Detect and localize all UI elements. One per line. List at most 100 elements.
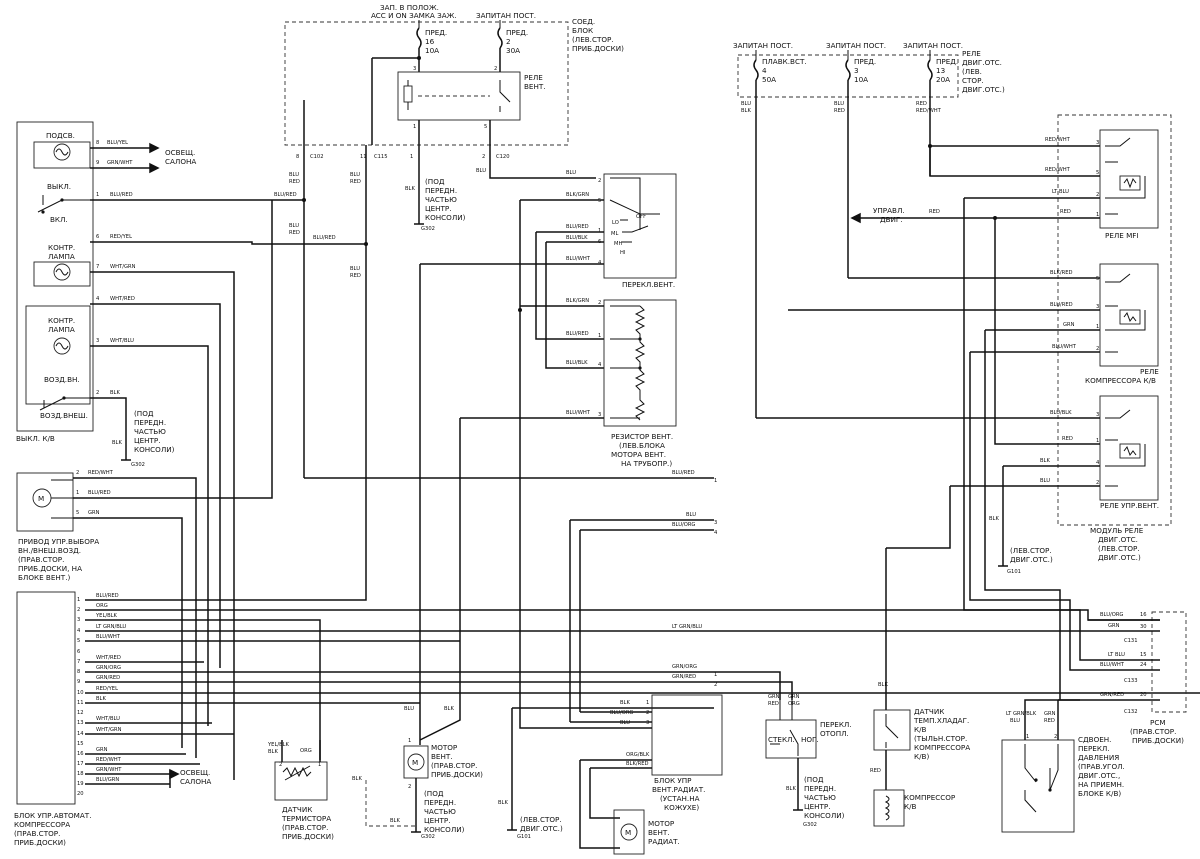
wire-label-red-a: RED xyxy=(289,179,300,185)
therm-1: ДАТЧИК xyxy=(282,805,312,814)
g101-b-id: G101 xyxy=(517,834,531,840)
wl-long-3: BLU/ORG xyxy=(672,522,695,528)
bm-4: ПРИБ.ДОСКИ) xyxy=(431,770,483,779)
wl-ds-2: GRN/RED xyxy=(672,674,696,680)
svg-text:2: 2 xyxy=(494,66,497,72)
svg-text:4: 4 xyxy=(598,362,602,368)
svg-text:5: 5 xyxy=(1096,170,1099,176)
svg-text:7: 7 xyxy=(96,264,99,270)
wire-label-blk-g302: BLK xyxy=(405,186,415,192)
svg-text:3: 3 xyxy=(1096,412,1099,418)
svg-text:20: 20 xyxy=(77,791,84,797)
ac-temp-sensor: BLK ДАТЧИК ТЕМП.ХЛАДАГ. К/В (ТЫЛЬН.СТОР.… xyxy=(870,486,970,827)
svg-text:3: 3 xyxy=(646,720,649,726)
svg-text:1: 1 xyxy=(714,478,717,484)
illum-label: ПОДСВ. xyxy=(46,131,75,140)
svg-text:5: 5 xyxy=(598,198,601,204)
wire-label-blu-e: BLU xyxy=(476,168,486,174)
cabin-light-b-1: ОСВЕЩ. xyxy=(180,768,210,777)
g302-b-2: ПЕРЕДН. xyxy=(134,418,166,427)
ats-1: ДАТЧИК xyxy=(914,707,944,716)
svg-text:15: 15 xyxy=(77,741,84,747)
wl-ds-3b: RED xyxy=(768,701,779,707)
conn-c132: C132 xyxy=(1124,709,1138,715)
wl-ds-1: GRN/ORG xyxy=(672,664,697,670)
svg-text:24: 24 xyxy=(1140,662,1147,668)
wl-ats-1: BLK xyxy=(878,682,888,688)
fuse-13 xyxy=(927,59,933,81)
dp-1: СДВОЕН. xyxy=(1078,735,1111,744)
wl-ds-4: GRN xyxy=(788,694,800,700)
svg-text:5: 5 xyxy=(1096,276,1099,282)
svg-text:2: 2 xyxy=(408,784,411,790)
off-label: ВЫКЛ. xyxy=(47,182,71,191)
g302-b-1: (ПОД xyxy=(134,409,154,418)
wl-ra-2: BLU/RED xyxy=(88,490,111,496)
wl-ind1-2: WHT/GRN xyxy=(110,264,136,270)
radiator-fan-unit: БЛОК УПР ВЕНТ.РАДИАТ. (УСТАН.НА КОЖУХЕ) … xyxy=(519,694,723,855)
svg-text:2: 2 xyxy=(646,710,649,716)
svg-text:2: 2 xyxy=(714,682,717,688)
wl-fr-3: BLU/BLK xyxy=(566,360,588,366)
fan-switch-label: ПЕРЕКЛ.ВЕНТ. xyxy=(622,280,675,289)
wl-engine-red: RED xyxy=(929,209,940,215)
fuse2-amp: 30A xyxy=(506,46,520,55)
fan-switch-box xyxy=(603,173,677,279)
rfu-2: ВЕНТ.РАДИАТ. xyxy=(652,785,705,794)
dp-3: ДАВЛЕНИЯ xyxy=(1078,753,1119,762)
ac-control-box xyxy=(16,591,76,805)
conn-c133: C133 xyxy=(1124,678,1138,684)
wl-illum-2: GRN/WHT xyxy=(107,160,133,166)
svg-text:2: 2 xyxy=(482,154,485,160)
svg-text:HI: HI xyxy=(620,250,626,256)
cabin-light-a-2: САЛОНА xyxy=(165,157,196,166)
wire-label-blu-c: BLU xyxy=(289,223,299,229)
fuse13-num: 13 xyxy=(936,66,945,75)
dp-7: БЛОКЕ К/В) xyxy=(1078,789,1121,798)
wl-acu-8: GRN/ORG xyxy=(96,665,121,671)
defrost-1: ПЕРЕКЛ. xyxy=(820,720,852,729)
svg-text:4: 4 xyxy=(714,530,718,536)
wl-acu-9: GRN/RED xyxy=(96,675,120,681)
fusebox-hot-label: ЗАПИТАН ПОСТ. xyxy=(476,11,536,20)
g302-a-id: G302 xyxy=(421,226,435,232)
svg-text:1: 1 xyxy=(410,154,413,160)
wl-ac-1: BLK/RED xyxy=(1050,270,1072,276)
wire-label-red-b: RED xyxy=(350,179,361,185)
svg-text:11: 11 xyxy=(77,700,84,706)
fuse-main-label: ПЛАВК.ВСТ. xyxy=(762,57,807,66)
fusebox-name-4: ПРИБ.ДОСКИ) xyxy=(572,44,624,53)
wl-acu-7: WHT/RED xyxy=(96,655,121,661)
wl-fan-3: BLK xyxy=(1040,458,1050,464)
wire-label-blu-b: BLU xyxy=(350,172,360,178)
fuse3-amp: 10A xyxy=(854,75,868,84)
relay-ac-1: РЕЛЕ xyxy=(1140,367,1159,376)
wl-sw-1b: BLU/RED xyxy=(274,192,297,198)
svg-text:5: 5 xyxy=(484,124,487,130)
wire-label-blu-a: BLU xyxy=(289,172,299,178)
defrost-2: ОТОПЛ. xyxy=(820,729,849,738)
g302-a-5: КОНСОЛИ) xyxy=(425,213,466,222)
therm-4: ПРИБ.ДОСКИ) xyxy=(282,832,334,841)
g302-b-id: G302 xyxy=(131,462,145,468)
svg-text:MH: MH xyxy=(614,241,622,247)
recirc-actuator: M ПРИВОД УПР.ВЫБОРА ВН./ВНЕШ.ВОЗД. (ПРАВ… xyxy=(16,200,273,758)
wl-uh-blk: BLK xyxy=(741,108,751,114)
wl-rfu-4: ORG/BLK xyxy=(626,752,650,758)
svg-text:1: 1 xyxy=(77,597,80,603)
ac-compressor-box xyxy=(873,789,905,827)
svg-text:2: 2 xyxy=(1054,734,1057,740)
svg-text:6: 6 xyxy=(77,649,80,655)
svg-text:1: 1 xyxy=(646,700,649,706)
wl-pcm-4: BLU/WHT xyxy=(1100,662,1125,668)
acu-2: КОМПРЕССОРА xyxy=(14,820,70,829)
wl-rfu-1: BLK xyxy=(620,700,630,706)
wl-fs-3: BLU/BLK xyxy=(566,235,588,241)
pcm-3: ПРИБ.ДОСКИ) xyxy=(1132,736,1184,745)
g302-b-5: КОНСОЛИ) xyxy=(134,445,175,454)
wl-rfu-2: BLU/ORG xyxy=(610,710,633,716)
g302-d-id: G302 xyxy=(803,822,817,828)
wl-acu-14: WHT/GRN xyxy=(96,727,122,733)
